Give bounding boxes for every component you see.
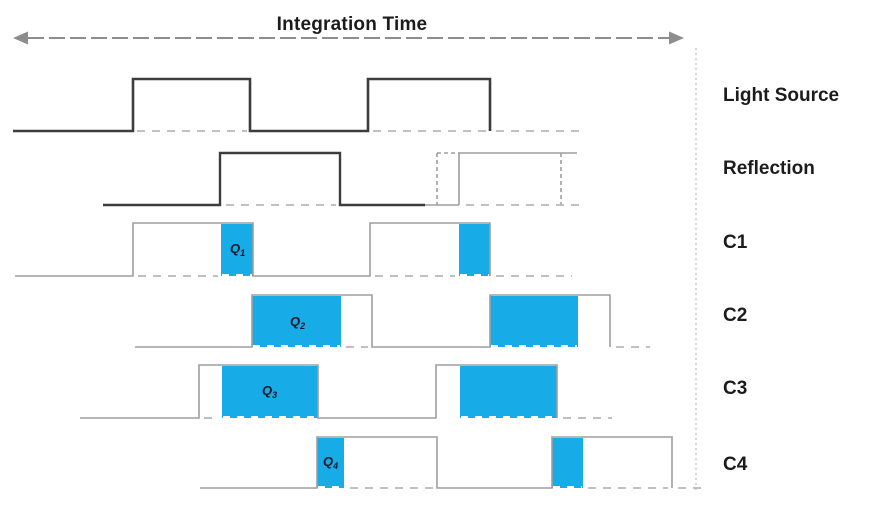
arrow-left-head-icon bbox=[13, 31, 28, 45]
c3-trace bbox=[80, 364, 558, 419]
row-labels: Light Source Reflection C1 C2 C3 C4 bbox=[723, 85, 839, 475]
q1-charge-region-2 bbox=[459, 224, 490, 276]
waveform-c3: Q3 bbox=[80, 364, 612, 419]
reflection-trace bbox=[103, 151, 425, 207]
c4-trace bbox=[200, 436, 673, 489]
light-source-trace bbox=[13, 77, 492, 133]
row-label-c3: C3 bbox=[723, 378, 747, 399]
waveform-c2: Q2 bbox=[135, 294, 650, 348]
row-label-c4: C4 bbox=[723, 454, 748, 475]
q4-charge-region-2 bbox=[552, 438, 583, 488]
c1-trace bbox=[15, 222, 491, 277]
q3-charge-region bbox=[222, 366, 318, 418]
q4-label: Q4 bbox=[323, 454, 338, 471]
integration-time-arrow bbox=[13, 31, 684, 45]
q2-charge-region bbox=[252, 296, 341, 347]
row-label-light-source: Light Source bbox=[723, 85, 839, 106]
waveform-c4: Q4 bbox=[200, 436, 702, 489]
row-label-c1: C1 bbox=[723, 232, 748, 253]
waveform-reflection bbox=[103, 151, 585, 207]
arrow-right-head-icon bbox=[669, 31, 684, 45]
row-label-c2: C2 bbox=[723, 305, 747, 326]
q2-charge-region-2 bbox=[490, 296, 578, 347]
c2-trace bbox=[135, 294, 611, 348]
waveform-light-source bbox=[13, 77, 585, 133]
q1-label: Q1 bbox=[230, 241, 245, 258]
row-label-reflection: Reflection bbox=[723, 158, 815, 179]
q1-charge-region bbox=[221, 224, 253, 276]
q3-charge-region-2 bbox=[460, 366, 557, 418]
q3-label: Q3 bbox=[262, 383, 277, 400]
q2-label: Q2 bbox=[290, 314, 305, 331]
waveform-c1: Q1 bbox=[15, 222, 572, 277]
ghost-pulse-trace bbox=[458, 152, 577, 205]
q4-charge-region bbox=[317, 438, 344, 488]
diagram-title: Integration Time bbox=[277, 14, 428, 35]
